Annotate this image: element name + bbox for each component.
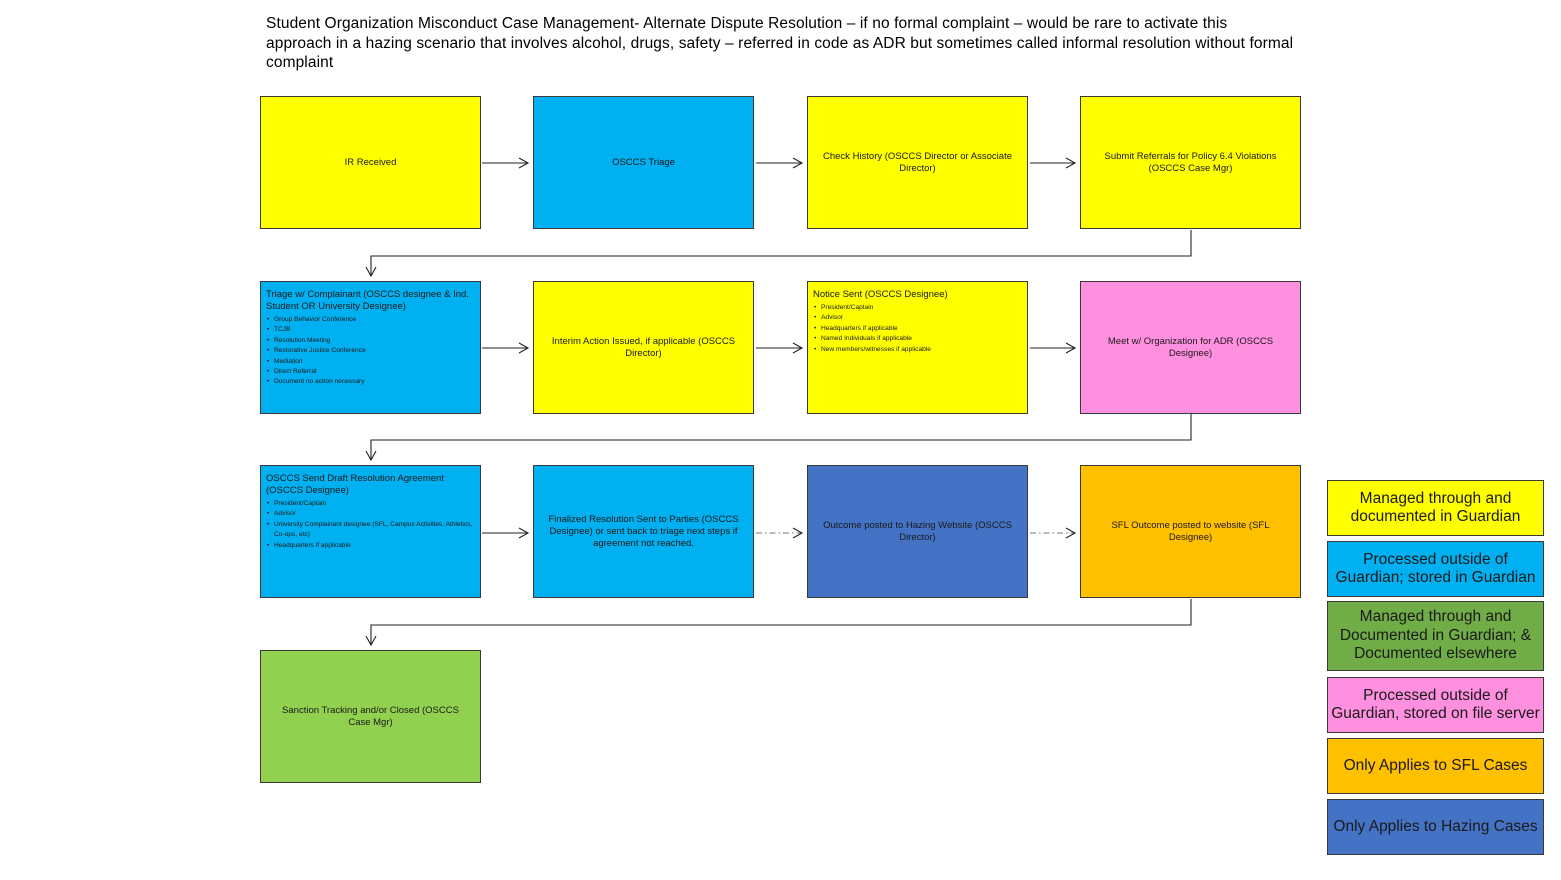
draft-resolution-title: OSCCS Send Draft Resolution Agreement (O… bbox=[266, 473, 444, 496]
outcome-hazing-box: Outcome posted to Hazing Website (OSCCS … bbox=[807, 465, 1028, 598]
list-item: Named Individuals if applicable bbox=[814, 334, 1022, 345]
sanction-tracking-label: Sanction Tracking and/or Closed (OSCCS C… bbox=[282, 704, 459, 728]
legend-green: Managed through and Documented in Guardi… bbox=[1327, 601, 1544, 671]
draft-resolution-box: OSCCS Send Draft Resolution Agreement (O… bbox=[260, 465, 481, 598]
legend-orange: Only Applies to SFL Cases bbox=[1327, 738, 1544, 794]
meet-organization-box: Meet w/ Organization for ADR (OSCCS Desi… bbox=[1080, 281, 1301, 414]
interim-action-label: Interim Action Issued, if applicable (OS… bbox=[551, 335, 736, 359]
list-item: Resolution Meeting bbox=[267, 336, 475, 347]
triage-complainant-title: Triage w/ Complainant (OSCCS designee & … bbox=[266, 289, 469, 312]
list-item: TCJB bbox=[267, 325, 475, 336]
notice-recipients-list: President/Captain Advisor Headquarters i… bbox=[813, 303, 1022, 355]
legend-cyan-label: Processed outside of Guardian; stored in… bbox=[1335, 550, 1536, 587]
arrow-sfl-to-sanction bbox=[365, 599, 1192, 647]
outcome-hazing-label: Outcome posted to Hazing Website (OSCCS … bbox=[823, 519, 1012, 543]
notice-sent-box: Notice Sent (OSCCS Designee) President/C… bbox=[807, 281, 1028, 414]
draft-recipients-list: President/Captain Advisor University Com… bbox=[266, 499, 475, 551]
list-item: Advisor bbox=[814, 313, 1022, 324]
ir-received-label: IR Received bbox=[344, 156, 397, 168]
sfl-outcome-label: SFL Outcome posted to website (SFL Desig… bbox=[1111, 519, 1270, 543]
legend-yellow-label: Managed through and documented in Guardi… bbox=[1350, 489, 1521, 526]
list-item: New members/witnesses if applicable bbox=[814, 345, 1022, 356]
triage-options-list: Group Behavior Conference TCJB Resolutio… bbox=[266, 315, 475, 388]
notice-sent-title: Notice Sent (OSCCS Designee) bbox=[813, 289, 948, 300]
list-item: President/Captain bbox=[814, 303, 1022, 314]
arrow-referrals-to-triage-complainant bbox=[365, 230, 1192, 278]
list-item: Headquarters if applicable bbox=[267, 541, 475, 552]
interim-action-box: Interim Action Issued, if applicable (OS… bbox=[533, 281, 754, 414]
sfl-outcome-box: SFL Outcome posted to website (SFL Desig… bbox=[1080, 465, 1301, 598]
legend-pink: Processed outside of Guardian, stored on… bbox=[1327, 677, 1544, 733]
list-item: Mediation bbox=[267, 357, 475, 368]
list-item: Group Behavior Conference bbox=[267, 315, 475, 326]
check-history-label: Check History (OSCCS Director or Associa… bbox=[823, 150, 1012, 174]
legend-orange-label: Only Applies to SFL Cases bbox=[1343, 756, 1528, 774]
list-item: President/Captain bbox=[267, 499, 475, 510]
check-history-box: Check History (OSCCS Director or Associa… bbox=[807, 96, 1028, 229]
legend-pink-label: Processed outside of Guardian, stored on… bbox=[1331, 686, 1540, 723]
diagram-title: Student Organization Misconduct Case Man… bbox=[266, 15, 1294, 71]
list-item: University Complainant designee (SFL, Ca… bbox=[267, 520, 475, 541]
osccs-triage-box: OSCCS Triage bbox=[533, 96, 754, 229]
meet-organization-label: Meet w/ Organization for ADR (OSCCS Desi… bbox=[1107, 335, 1274, 359]
finalized-resolution-box: Finalized Resolution Sent to Parties (OS… bbox=[533, 465, 754, 598]
arrow-meet-to-draft bbox=[365, 414, 1192, 462]
list-item: Headquarters if applicable bbox=[814, 324, 1022, 335]
legend-yellow: Managed through and documented in Guardi… bbox=[1327, 480, 1544, 536]
triage-complainant-box: Triage w/ Complainant (OSCCS designee & … bbox=[260, 281, 481, 414]
finalized-resolution-label: Finalized Resolution Sent to Parties (OS… bbox=[548, 513, 739, 549]
submit-referrals-label: Submit Referrals for Policy 6.4 Violatio… bbox=[1104, 150, 1277, 174]
legend-cyan: Processed outside of Guardian; stored in… bbox=[1327, 541, 1544, 597]
list-item: Advisor bbox=[267, 509, 475, 520]
legend-dark-blue: Only Applies to Hazing Cases bbox=[1327, 799, 1544, 855]
list-item: Document no action necessary bbox=[267, 377, 475, 388]
sanction-tracking-box: Sanction Tracking and/or Closed (OSCCS C… bbox=[260, 650, 481, 783]
osccs-triage-label: OSCCS Triage bbox=[612, 156, 675, 168]
legend-dark-blue-label: Only Applies to Hazing Cases bbox=[1333, 817, 1538, 835]
legend-green-label: Managed through and Documented in Guardi… bbox=[1339, 608, 1532, 663]
ir-received-box: IR Received bbox=[260, 96, 481, 229]
list-item: Direct Referral bbox=[267, 367, 475, 378]
list-item: Restorative Justice Conference bbox=[267, 346, 475, 357]
submit-referrals-box: Submit Referrals for Policy 6.4 Violatio… bbox=[1080, 96, 1301, 229]
